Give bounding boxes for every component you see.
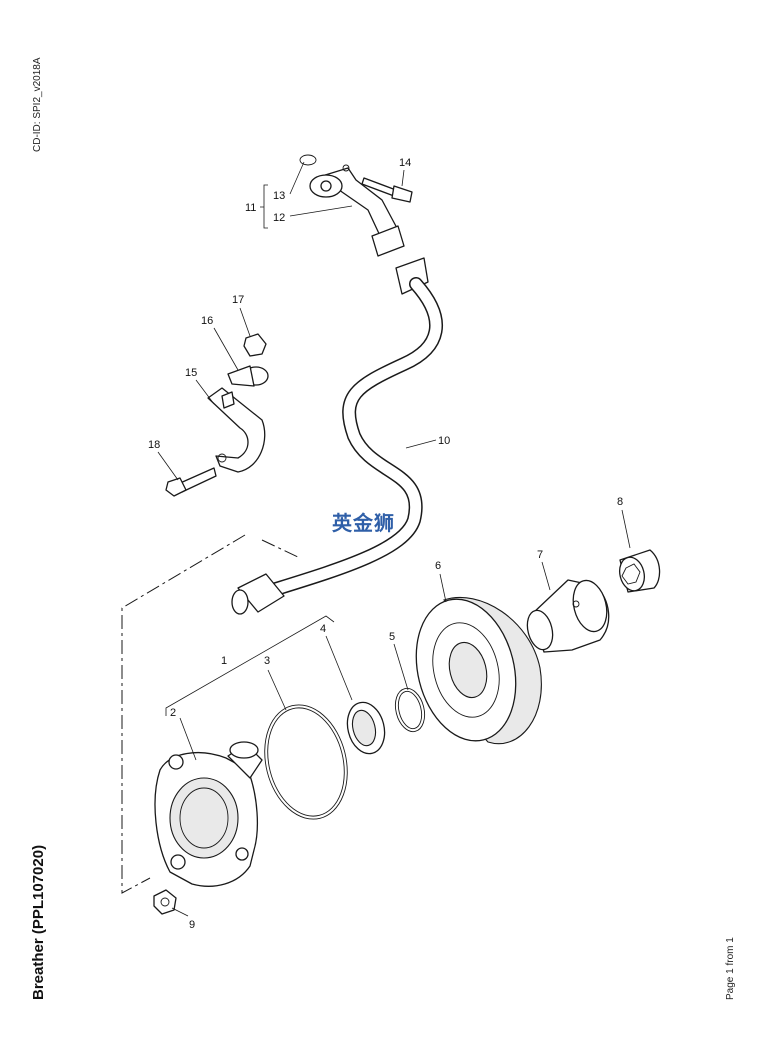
- callout-2: 2: [170, 707, 176, 719]
- leader-9: [171, 907, 189, 917]
- part-17-nut: [243, 333, 267, 357]
- callout-18: 18: [148, 439, 160, 451]
- part-13-o-ring: [299, 154, 317, 166]
- callout-11: 11: [245, 202, 256, 214]
- part-12-elbow-pipe: [309, 164, 405, 257]
- callout-15: 15: [185, 367, 197, 379]
- callout-6: 6: [435, 560, 441, 572]
- leader-18: [157, 451, 179, 481]
- part-7-sleeve: [526, 579, 610, 653]
- leader-4: [325, 635, 353, 701]
- part-6-pulley: [415, 596, 542, 745]
- leader-13: [289, 161, 305, 195]
- leader-2: [179, 717, 197, 761]
- part-9-nut: [153, 889, 177, 915]
- part-18-bolt: [165, 467, 217, 497]
- callout-10: 10: [438, 435, 450, 447]
- leader-8: [621, 509, 631, 549]
- leader-14: [401, 169, 405, 187]
- part-3-o-ring: [264, 704, 348, 820]
- leader-3: [267, 669, 287, 711]
- leader-6: [439, 573, 447, 603]
- assembly-dashed-outline: [121, 534, 301, 894]
- part-16-clip: [227, 365, 269, 387]
- leader-16: [213, 327, 239, 371]
- callout-14: 14: [399, 157, 411, 169]
- leader-5: [393, 643, 409, 691]
- leader-17: [239, 307, 251, 337]
- part-5-circlip: [394, 687, 426, 733]
- callout-16: 16: [201, 315, 213, 327]
- callout-17: 17: [232, 294, 244, 306]
- callout-8: 8: [617, 496, 623, 508]
- leader-1: [165, 615, 335, 716]
- leader-12: [289, 205, 353, 217]
- part-15-bracket: [207, 387, 266, 473]
- callout-4: 4: [320, 623, 326, 635]
- callout-13: 13: [273, 190, 285, 202]
- leader-7: [541, 561, 551, 591]
- callout-1: 1: [221, 655, 227, 667]
- callout-7: 7: [537, 549, 543, 561]
- part-10-breather-hose: [231, 257, 443, 615]
- leader-15: [195, 379, 215, 405]
- callout-3: 3: [264, 655, 270, 667]
- part-8-bushing: [619, 549, 661, 593]
- callout-5: 5: [389, 631, 395, 643]
- watermark-text: 英金狮: [332, 511, 395, 535]
- callout-12: 12: [273, 212, 285, 224]
- part-14-bolt: [361, 177, 413, 203]
- part-2-breather-housing: [154, 741, 263, 887]
- leader-10: [405, 439, 437, 449]
- part-4-seal: [346, 701, 386, 755]
- callout-9: 9: [189, 919, 195, 931]
